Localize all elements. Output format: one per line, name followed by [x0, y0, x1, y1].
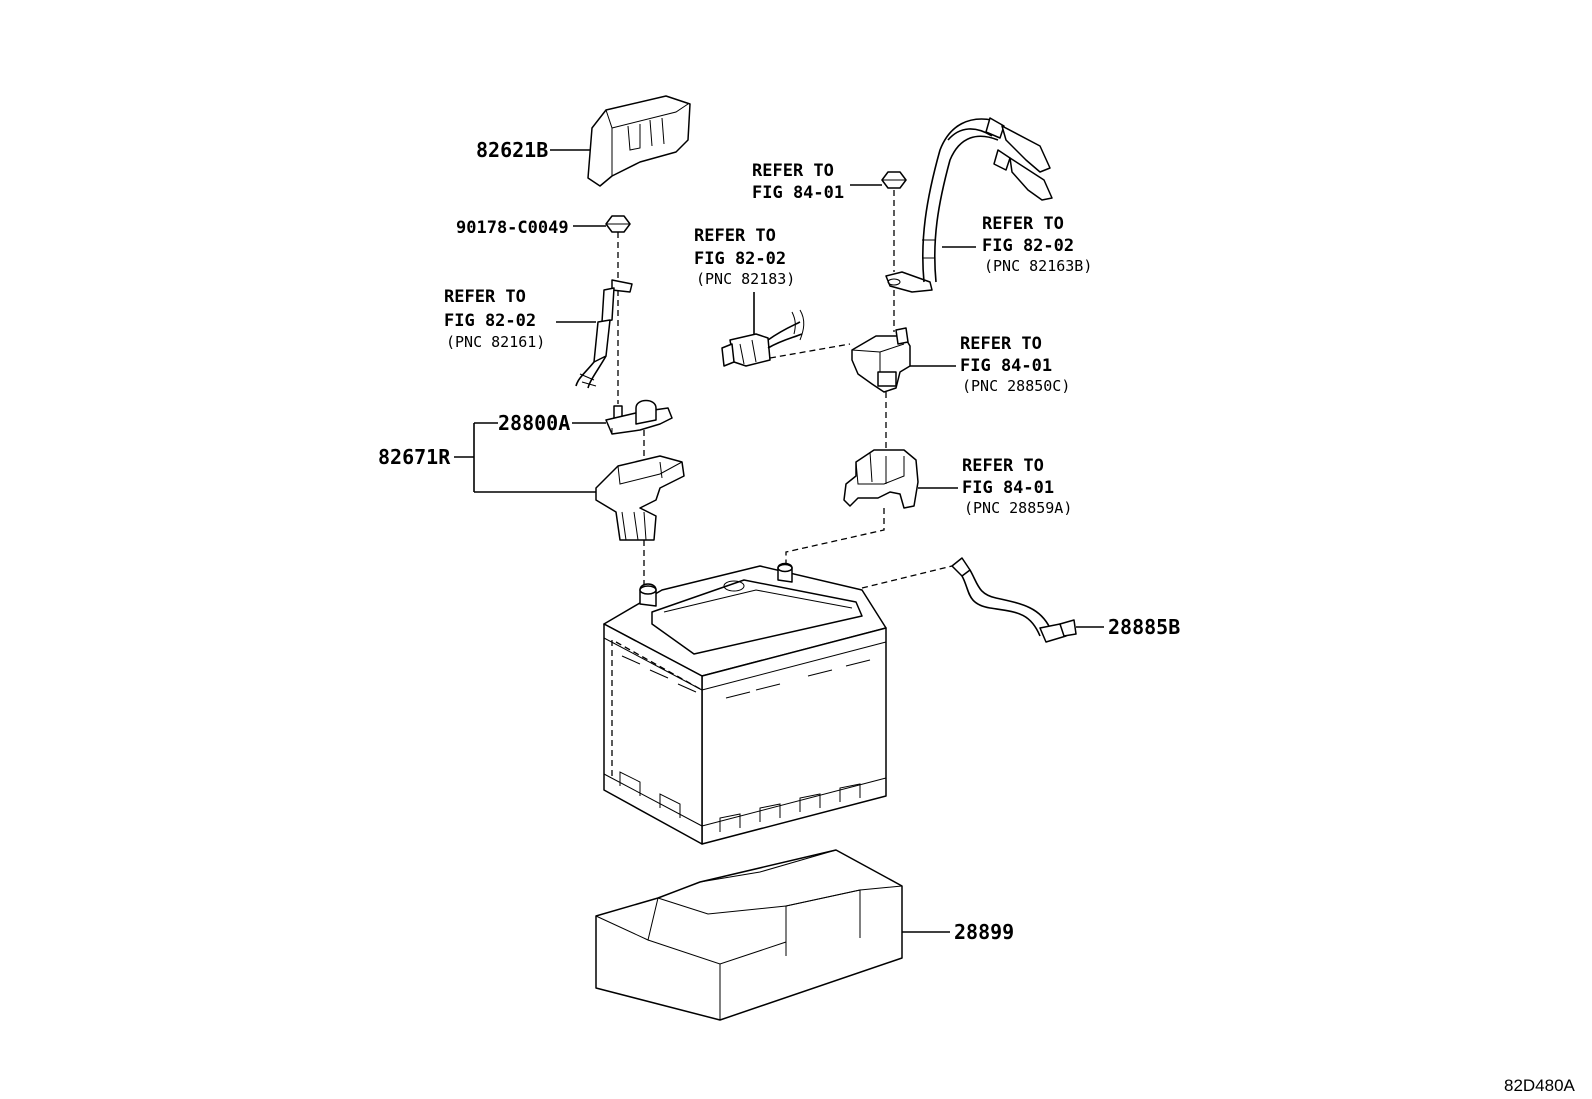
ref-82161-line1: REFER TO — [444, 287, 526, 307]
terminal-clamp-icon — [605, 399, 673, 435]
nut-icon — [605, 215, 631, 233]
sensor-connector-icon — [721, 309, 805, 367]
terminal-bracket-icon — [843, 449, 919, 509]
callout-28800A: 28800A — [498, 411, 570, 435]
negative-cable-icon — [575, 279, 633, 389]
ref-28850C-line1: REFER TO — [960, 334, 1042, 354]
ref-82161-line3: (PNC 82161) — [446, 333, 545, 351]
callout-82621B: 82621B — [476, 138, 548, 162]
vent-hose-icon — [951, 557, 1077, 643]
fuse-block-icon — [851, 327, 911, 393]
ref-82183-line1: REFER TO — [694, 226, 776, 246]
callout-28899: 28899 — [954, 920, 1014, 944]
ref-28859A-line3: (PNC 28859A) — [964, 499, 1072, 517]
terminal-cover-icon — [587, 95, 691, 187]
callout-82671R: 82671R — [378, 445, 451, 469]
ref-82161-line2: FIG 82-02 — [444, 311, 536, 331]
catalog-id: 82D480A — [1504, 1076, 1576, 1095]
battery-insulator-icon — [595, 849, 903, 1021]
terminal-bracket-icon — [595, 455, 685, 541]
callout-90178-C0049: 90178-C0049 — [456, 218, 569, 238]
ref-82163B-line1: REFER TO — [982, 214, 1064, 234]
ref-28859A-line2: FIG 84-01 — [962, 478, 1054, 498]
ref-82163B-line2: FIG 82-02 — [982, 236, 1074, 256]
ref-84top-line2: FIG 84-01 — [752, 183, 844, 203]
ref-28859A-line1: REFER TO — [962, 456, 1044, 476]
nut-icon — [881, 171, 907, 189]
ref-84top-line1: REFER TO — [752, 161, 834, 181]
ref-82163B-line3: (PNC 82163B) — [984, 257, 1092, 275]
callout-28885B: 28885B — [1108, 615, 1180, 639]
ref-82183-line2: FIG 82-02 — [694, 249, 786, 269]
battery-icon — [603, 562, 887, 845]
ref-28850C-line3: (PNC 28850C) — [962, 377, 1070, 395]
positive-cable-icon — [885, 117, 1053, 293]
ref-82183-line3: (PNC 82183) — [696, 270, 795, 288]
ref-28850C-line2: FIG 84-01 — [960, 356, 1052, 376]
